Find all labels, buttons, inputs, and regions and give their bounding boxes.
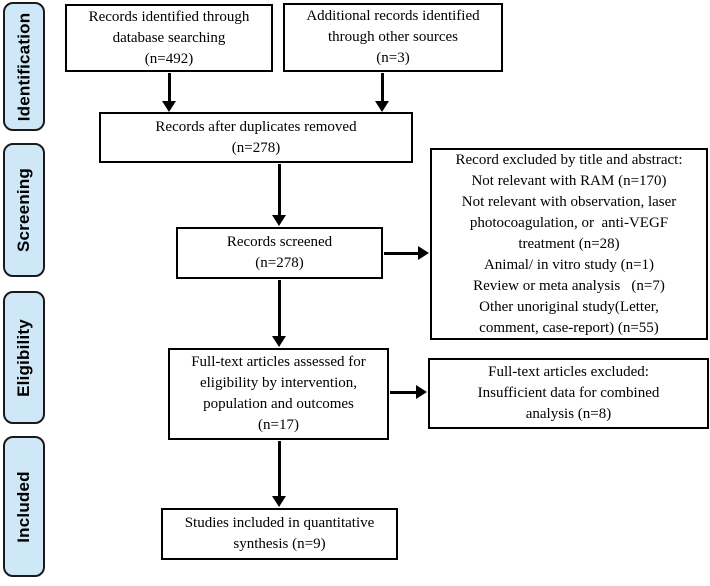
- arrow-screened-to-fulltext-icon: [273, 280, 285, 347]
- arrow-duplicates-to-screened-icon: [273, 164, 285, 226]
- stage-included-label: Included: [14, 470, 33, 543]
- box-quantitative-synthesis-text: Studies included in quantitative synthes…: [184, 515, 375, 552]
- box-after-duplicates-removed-text: Records after duplicates removed (n=278): [155, 118, 357, 156]
- box-quantitative-synthesis: Studies included in quantitative synthes…: [161, 508, 398, 560]
- stage-identification-label: Identification: [14, 12, 34, 121]
- stage-included: Included: [3, 436, 45, 577]
- arrow-additional-to-duplicates-icon: [376, 73, 388, 112]
- stage-eligibility: Eligibility: [3, 291, 45, 424]
- box-fulltext-assessed: Full-text articles assessed for eligibil…: [168, 348, 389, 440]
- box-additional-records: Additional records identified through ot…: [283, 3, 503, 72]
- box-records-screened-text: Records screened (n=278): [226, 234, 333, 271]
- box-after-duplicates-removed: Records after duplicates removed (n=278): [99, 112, 413, 163]
- stage-identification: Identification: [3, 2, 45, 131]
- box-records-database-search-text: Records identified through database sear…: [88, 8, 250, 67]
- box-fulltext-assessed-text: Full-text articles assessed for eligibil…: [191, 354, 366, 433]
- arrow-fulltext-to-excluded-icon: [390, 386, 427, 398]
- stage-eligibility-label: Eligibility: [14, 318, 34, 397]
- box-fulltext-excluded: Full-text articles excluded: Insufficien…: [428, 358, 709, 429]
- box-records-excluded: Record excluded by title and abstract: N…: [430, 148, 708, 340]
- box-records-screened: Records screened (n=278): [176, 227, 383, 279]
- arrow-fulltext-to-included-icon: [273, 441, 285, 507]
- box-records-excluded-text: Record excluded by title and abstract: N…: [455, 151, 683, 336]
- box-fulltext-excluded-text: Full-text articles excluded: Insufficien…: [477, 364, 660, 422]
- stage-screening: Screening: [3, 143, 45, 277]
- box-records-database-search: Records identified through database sear…: [65, 4, 273, 72]
- arrow-screened-to-excluded-icon: [384, 247, 429, 259]
- stage-screening-label: Screening: [14, 168, 33, 252]
- box-additional-records-text: Additional records identified through ot…: [306, 8, 480, 66]
- arrow-database-to-duplicates-icon: [163, 73, 175, 112]
